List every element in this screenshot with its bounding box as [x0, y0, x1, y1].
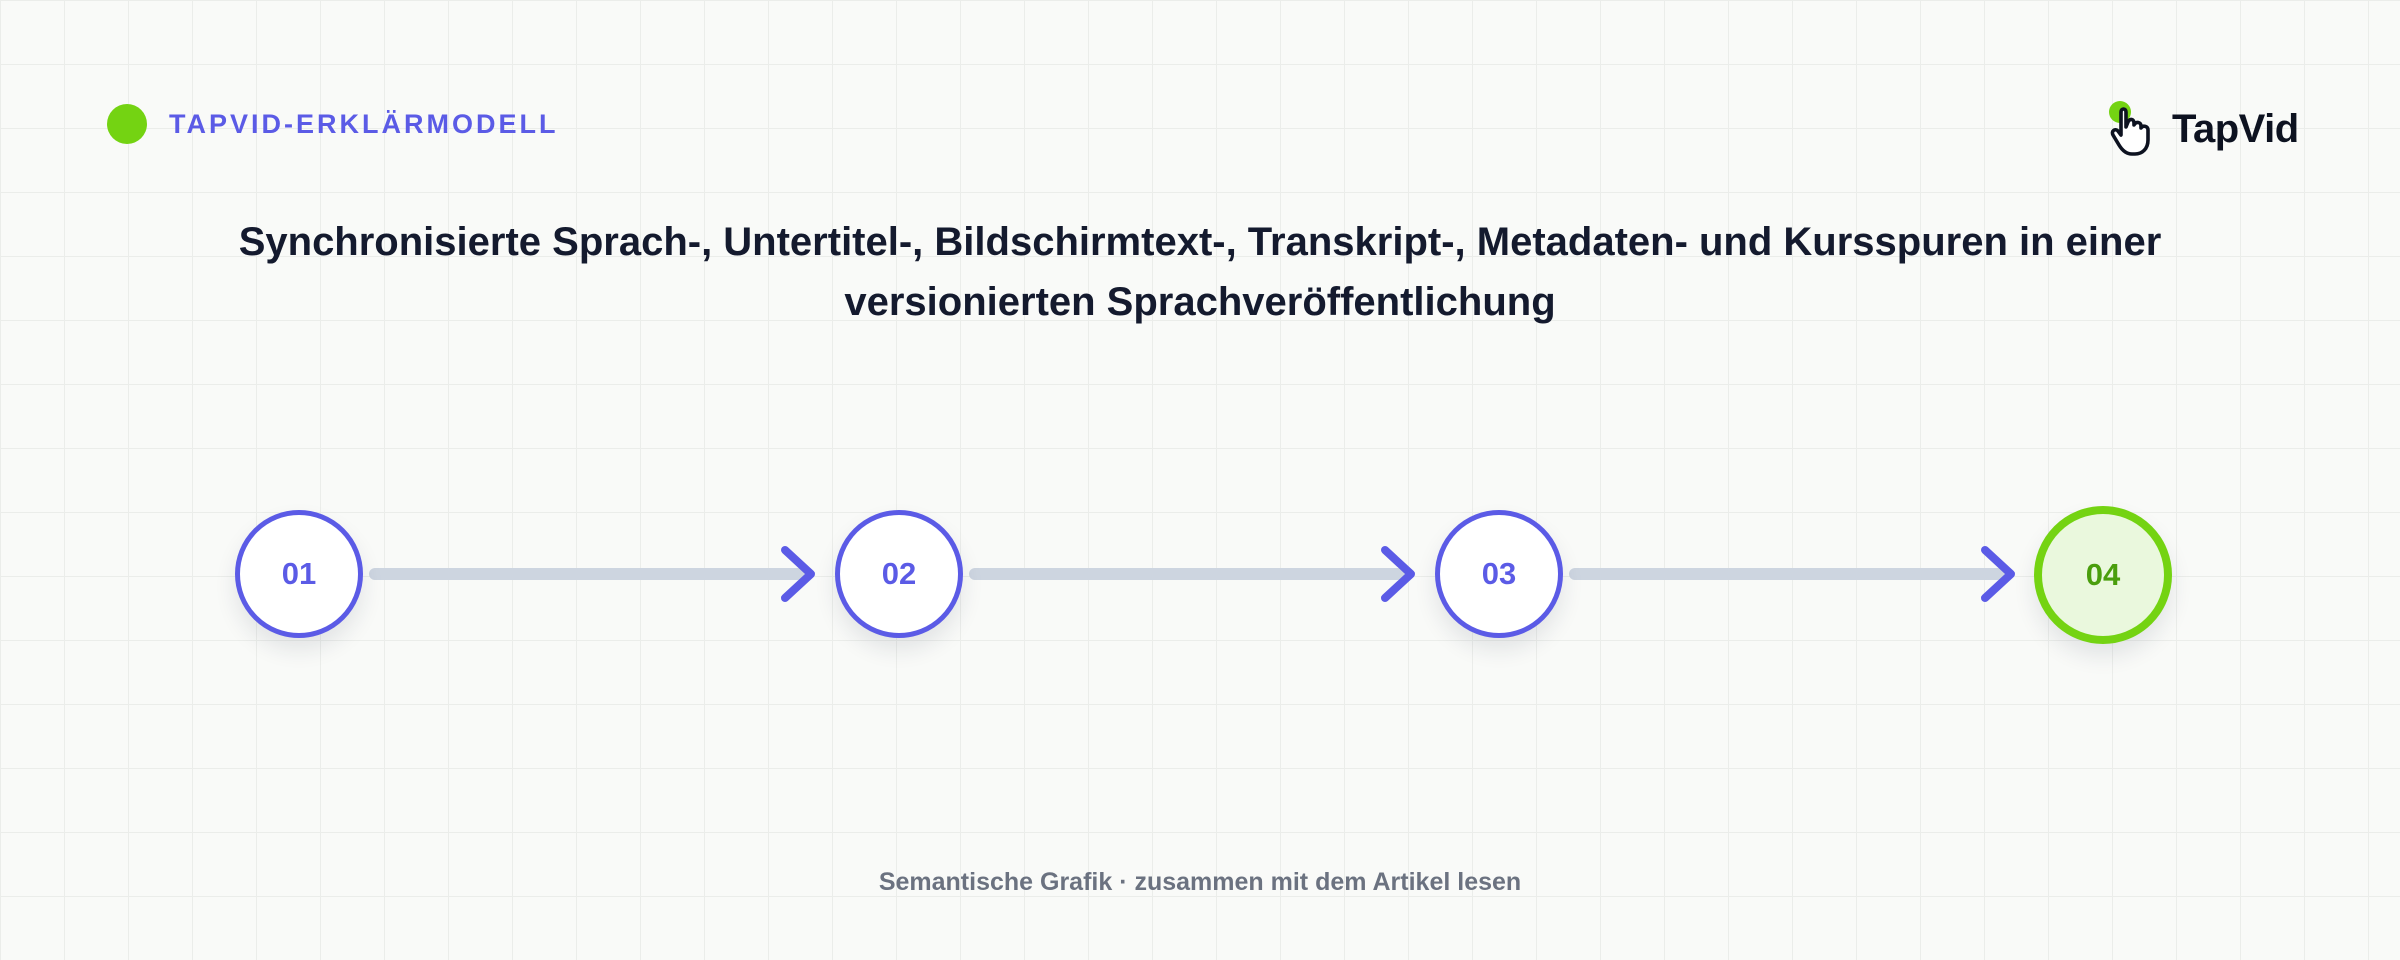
step-03: 03 — [1435, 510, 1563, 638]
step-04: 04 — [2034, 506, 2172, 644]
tapvid-logo: TapVid — [2106, 98, 2299, 160]
tap-hand-icon — [2109, 101, 2150, 156]
header-kicker: TAPVID-ERKLÄRMODELL — [107, 104, 558, 144]
logo-text: TapVid — [2172, 106, 2299, 151]
step-01: 01 — [235, 510, 363, 638]
diagram-title: Synchronisierte Sprach-, Untertitel-, Bi… — [238, 220, 2162, 324]
footer-note: Semantische Grafik · zusammen mit dem Ar… — [878, 868, 1522, 896]
step-02: 02 — [835, 510, 963, 638]
kicker-dot — [107, 104, 147, 144]
arrowhead-icon — [1981, 546, 2015, 602]
arrowhead-icon — [781, 546, 815, 602]
arrowhead-icon — [1381, 546, 1415, 602]
kicker-label: TAPVID-ERKLÄRMODELL — [169, 108, 559, 139]
